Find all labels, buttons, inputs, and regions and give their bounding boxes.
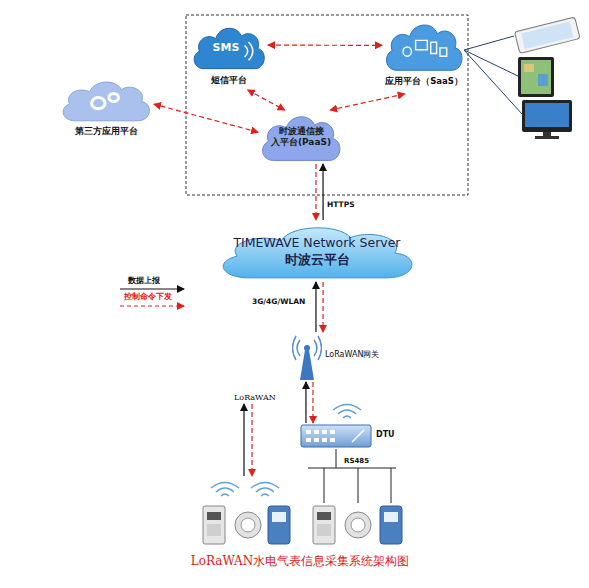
- legend-text: 控制命令下发: [124, 292, 172, 302]
- command-arrow: [248, 90, 285, 110]
- command-arrow: [315, 164, 316, 220]
- data-arrow: [305, 382, 306, 423]
- command-arrow: [268, 45, 382, 46]
- phone-icon: [515, 17, 580, 53]
- gateway-node: LoRaWAN网关: [292, 332, 392, 382]
- platform-frame: [186, 15, 468, 195]
- free-label: RS485: [344, 457, 369, 465]
- command-arrow: [322, 282, 323, 332]
- cloud-node: 应用平台（SaaS）: [382, 18, 466, 94]
- legend-text: 数据上报: [128, 276, 160, 286]
- node-text: 应用平台（SaaS）: [382, 76, 466, 86]
- command-arrow: [154, 104, 258, 132]
- rs485-bus: [308, 449, 396, 503]
- command-arrow: [312, 382, 313, 423]
- node-text: 时波云平台: [212, 252, 422, 268]
- lorawan-arrows: [244, 404, 252, 476]
- command-arrow: [330, 94, 404, 110]
- cloud-shape: [58, 76, 154, 124]
- cloud-node: 时波通信接 入平台(PaaS): [258, 110, 344, 164]
- node-text: 短信平台: [190, 75, 268, 86]
- edge-label: 3G/4G/WLAN: [252, 297, 305, 306]
- data-arrow: [315, 282, 316, 332]
- free-label: LoRaWAN: [234, 393, 276, 403]
- legend-sample: [120, 288, 184, 289]
- device-links: [464, 36, 522, 114]
- dtu-box: [300, 423, 372, 449]
- legend-sample: [120, 305, 184, 306]
- edge-label: HTTPS: [327, 200, 355, 209]
- node-text: SMS: [198, 41, 254, 54]
- node-text: TIMEWAVE Network Server: [212, 235, 422, 250]
- node-text: LoRaWAN网关: [325, 350, 379, 360]
- cloud-shape: [212, 220, 422, 282]
- data-arrow: [322, 164, 323, 220]
- cloud-node: TIMEWAVE Network Server 时波云平台: [212, 220, 422, 282]
- wireless-icon: [211, 405, 361, 497]
- node-text: DTU: [376, 430, 395, 440]
- cloud-node: 第三方应用平台: [58, 76, 154, 140]
- tablet-icon: [518, 57, 554, 97]
- cloud-node: SMS 短信平台: [190, 22, 268, 90]
- cloud-shape: [382, 18, 466, 74]
- dtu-node: DTU: [300, 423, 392, 449]
- antenna-icon: [292, 332, 322, 382]
- monitor-icon: [522, 100, 572, 139]
- node-text: 时波通信接 入平台(PaaS): [270, 126, 332, 148]
- meter-group: [203, 506, 402, 544]
- node-text: 第三方应用平台: [58, 126, 154, 136]
- caption: LoRaWAN水电气表信息采集系统架构图: [150, 554, 450, 568]
